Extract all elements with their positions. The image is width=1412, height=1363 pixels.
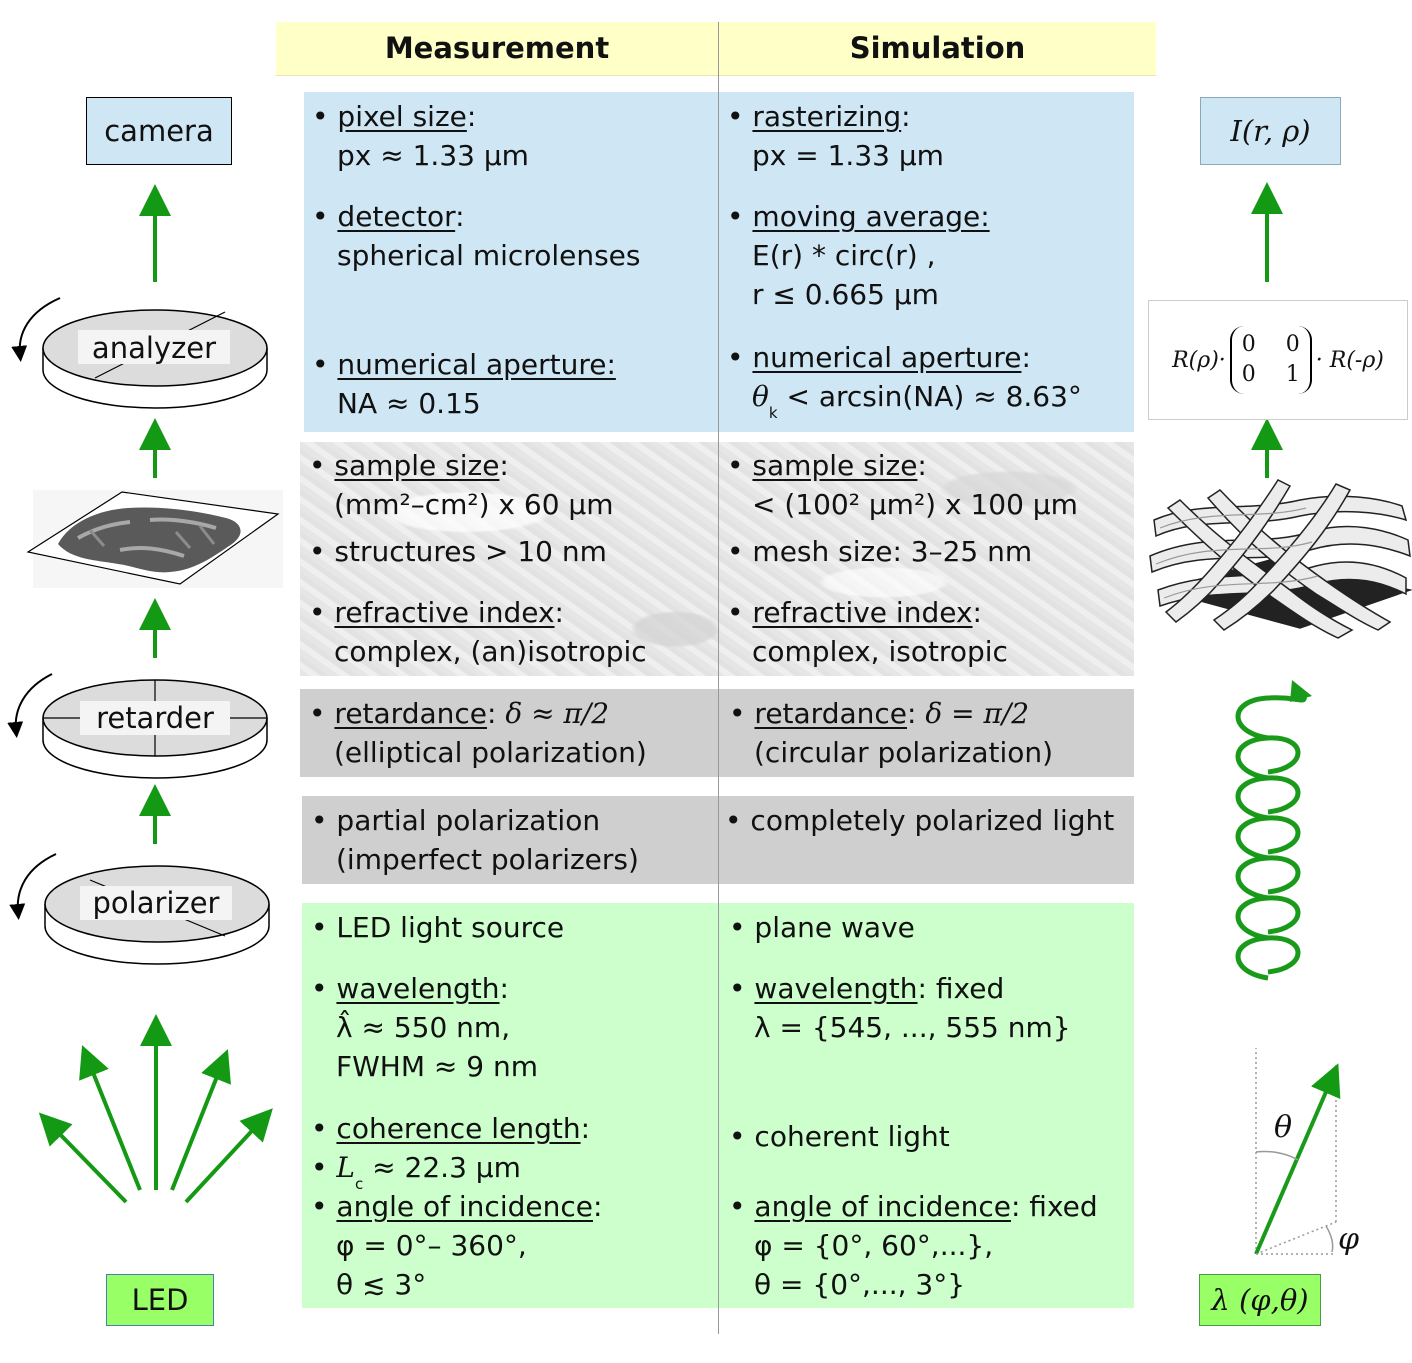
m-wavelength-value: λ̂ ≈ 550 nm, — [336, 1011, 511, 1044]
s-moving-average: • moving average: — [727, 200, 990, 233]
analyzer-disk — [42, 309, 268, 409]
measurement-header: Measurement — [276, 22, 718, 76]
m-coherence-value: • Lc ≈ 22.3 μm — [311, 1151, 521, 1193]
retarder-label: retarder — [96, 701, 214, 735]
sample-band — [300, 442, 1134, 676]
m-angle-phi: φ = 0°– 360°, — [336, 1229, 527, 1262]
m-retardance-note: (elliptical polarization) — [334, 736, 647, 769]
led-box: LED — [106, 1274, 214, 1326]
measurement-setup-diagram — [7, 184, 283, 1204]
s-wavelength: • wavelength: fixed — [729, 972, 1005, 1005]
retarder-disk — [42, 679, 268, 779]
s-rasterizing-value: px = 1.33 μm — [752, 139, 944, 172]
led-rays — [38, 1014, 273, 1204]
retarder-band — [300, 689, 1134, 777]
simulation-model-diagram — [1149, 182, 1412, 1255]
light-box: λ (φ,θ) — [1199, 1274, 1321, 1326]
brain-section-sample — [26, 490, 283, 588]
theta-label: θ — [1274, 1110, 1293, 1145]
m-structures: • structures > 10 nm — [309, 535, 607, 568]
m-wavelength: • wavelength: — [311, 972, 509, 1005]
s-angle-theta: θ = {0°,..., 3°} — [754, 1268, 966, 1301]
analyzer-label: analyzer — [91, 331, 217, 365]
m-sample-size: • sample size: — [309, 449, 509, 482]
s-moving-radius: r ≤ 0.665 μm — [752, 278, 939, 311]
circular-polarization-helix — [1235, 680, 1312, 981]
simulation-header-text: Simulation — [849, 31, 1026, 65]
m-pixel-size: • pixel size: — [312, 100, 477, 133]
s-plane-wave: • plane wave — [729, 911, 915, 944]
rotation-right: · R(-ρ) — [1315, 347, 1384, 373]
s-refractive-value: complex, isotropic — [752, 635, 1008, 668]
intensity-box: I(r, ρ) — [1200, 97, 1341, 165]
incidence-angle-diagram — [1254, 1048, 1341, 1255]
m-partial-note: (imperfect polarizers) — [336, 843, 639, 876]
s-angle: • angle of incidence: fixed — [729, 1190, 1098, 1223]
m-detector-value: spherical microlenses — [337, 239, 641, 272]
polarizer-label: polarizer — [92, 886, 220, 920]
m-refractive: • refractive index: — [309, 596, 564, 629]
m-angle-theta: θ ≲ 3° — [336, 1268, 427, 1301]
s-sample-size: • sample size: — [727, 449, 927, 482]
simulation-header: Simulation — [719, 22, 1156, 76]
rotation-left: R(ρ)· — [1172, 347, 1226, 373]
s-rasterizing: • rasterizing: — [727, 100, 911, 133]
m-detector: • detector: — [312, 200, 465, 233]
m-na-value: NA ≈ 0.15 — [337, 387, 481, 420]
m-na: • numerical aperture: — [312, 348, 616, 381]
m-refractive-value: complex, (an)isotropic — [334, 635, 647, 668]
s-angle-phi: φ = {0°, 60°,...}, — [754, 1229, 994, 1262]
nerve-fiber-bundle — [1149, 479, 1412, 639]
m-angle: • angle of incidence: — [311, 1190, 603, 1223]
analyzer-rotation-arrow — [11, 297, 61, 362]
polarizer-disk — [44, 865, 270, 965]
s-moving-formula: E(r) * circ(r) , — [752, 239, 936, 272]
retarder-rotation-arrow — [7, 673, 53, 738]
detector-band — [304, 92, 1134, 432]
s-retardance: • retardance: δ = π/2 — [729, 697, 1030, 730]
measurement-header-text: Measurement — [384, 31, 610, 65]
m-fwhm: FWHM ≈ 9 nm — [336, 1050, 539, 1083]
m-pixel-size-value: px ≈ 1.33 μm — [337, 139, 529, 172]
column-divider — [718, 22, 719, 1334]
s-complete: • completely polarized light — [725, 804, 1115, 837]
m-partial: • partial polarization — [311, 804, 601, 837]
s-sample-size-value: < (100² μm²) x 100 μm — [752, 488, 1078, 521]
m-retardance: • retardance: δ ≈ π/2 — [309, 697, 610, 730]
s-na-value: θk < arcsin(NA) ≈ 8.63° — [752, 380, 1082, 422]
m-coherence: • coherence length: — [311, 1112, 590, 1145]
m-sample-size-value: (mm²–cm²) x 60 μm — [334, 488, 614, 521]
s-na: • numerical aperture: — [727, 341, 1031, 374]
s-wavelength-value: λ = {545, ..., 555 nm} — [754, 1011, 1071, 1044]
m-led-source: • LED light source — [311, 911, 565, 944]
s-refractive: • refractive index: — [727, 596, 982, 629]
s-retardance-note: (circular polarization) — [754, 736, 1054, 769]
camera-box: camera — [86, 97, 232, 165]
s-coherent: • coherent light — [729, 1120, 950, 1153]
s-mesh: • mesh size: 3–25 nm — [727, 535, 1033, 568]
phi-label: φ — [1338, 1222, 1360, 1257]
polarizer-rotation-arrow — [9, 853, 57, 920]
